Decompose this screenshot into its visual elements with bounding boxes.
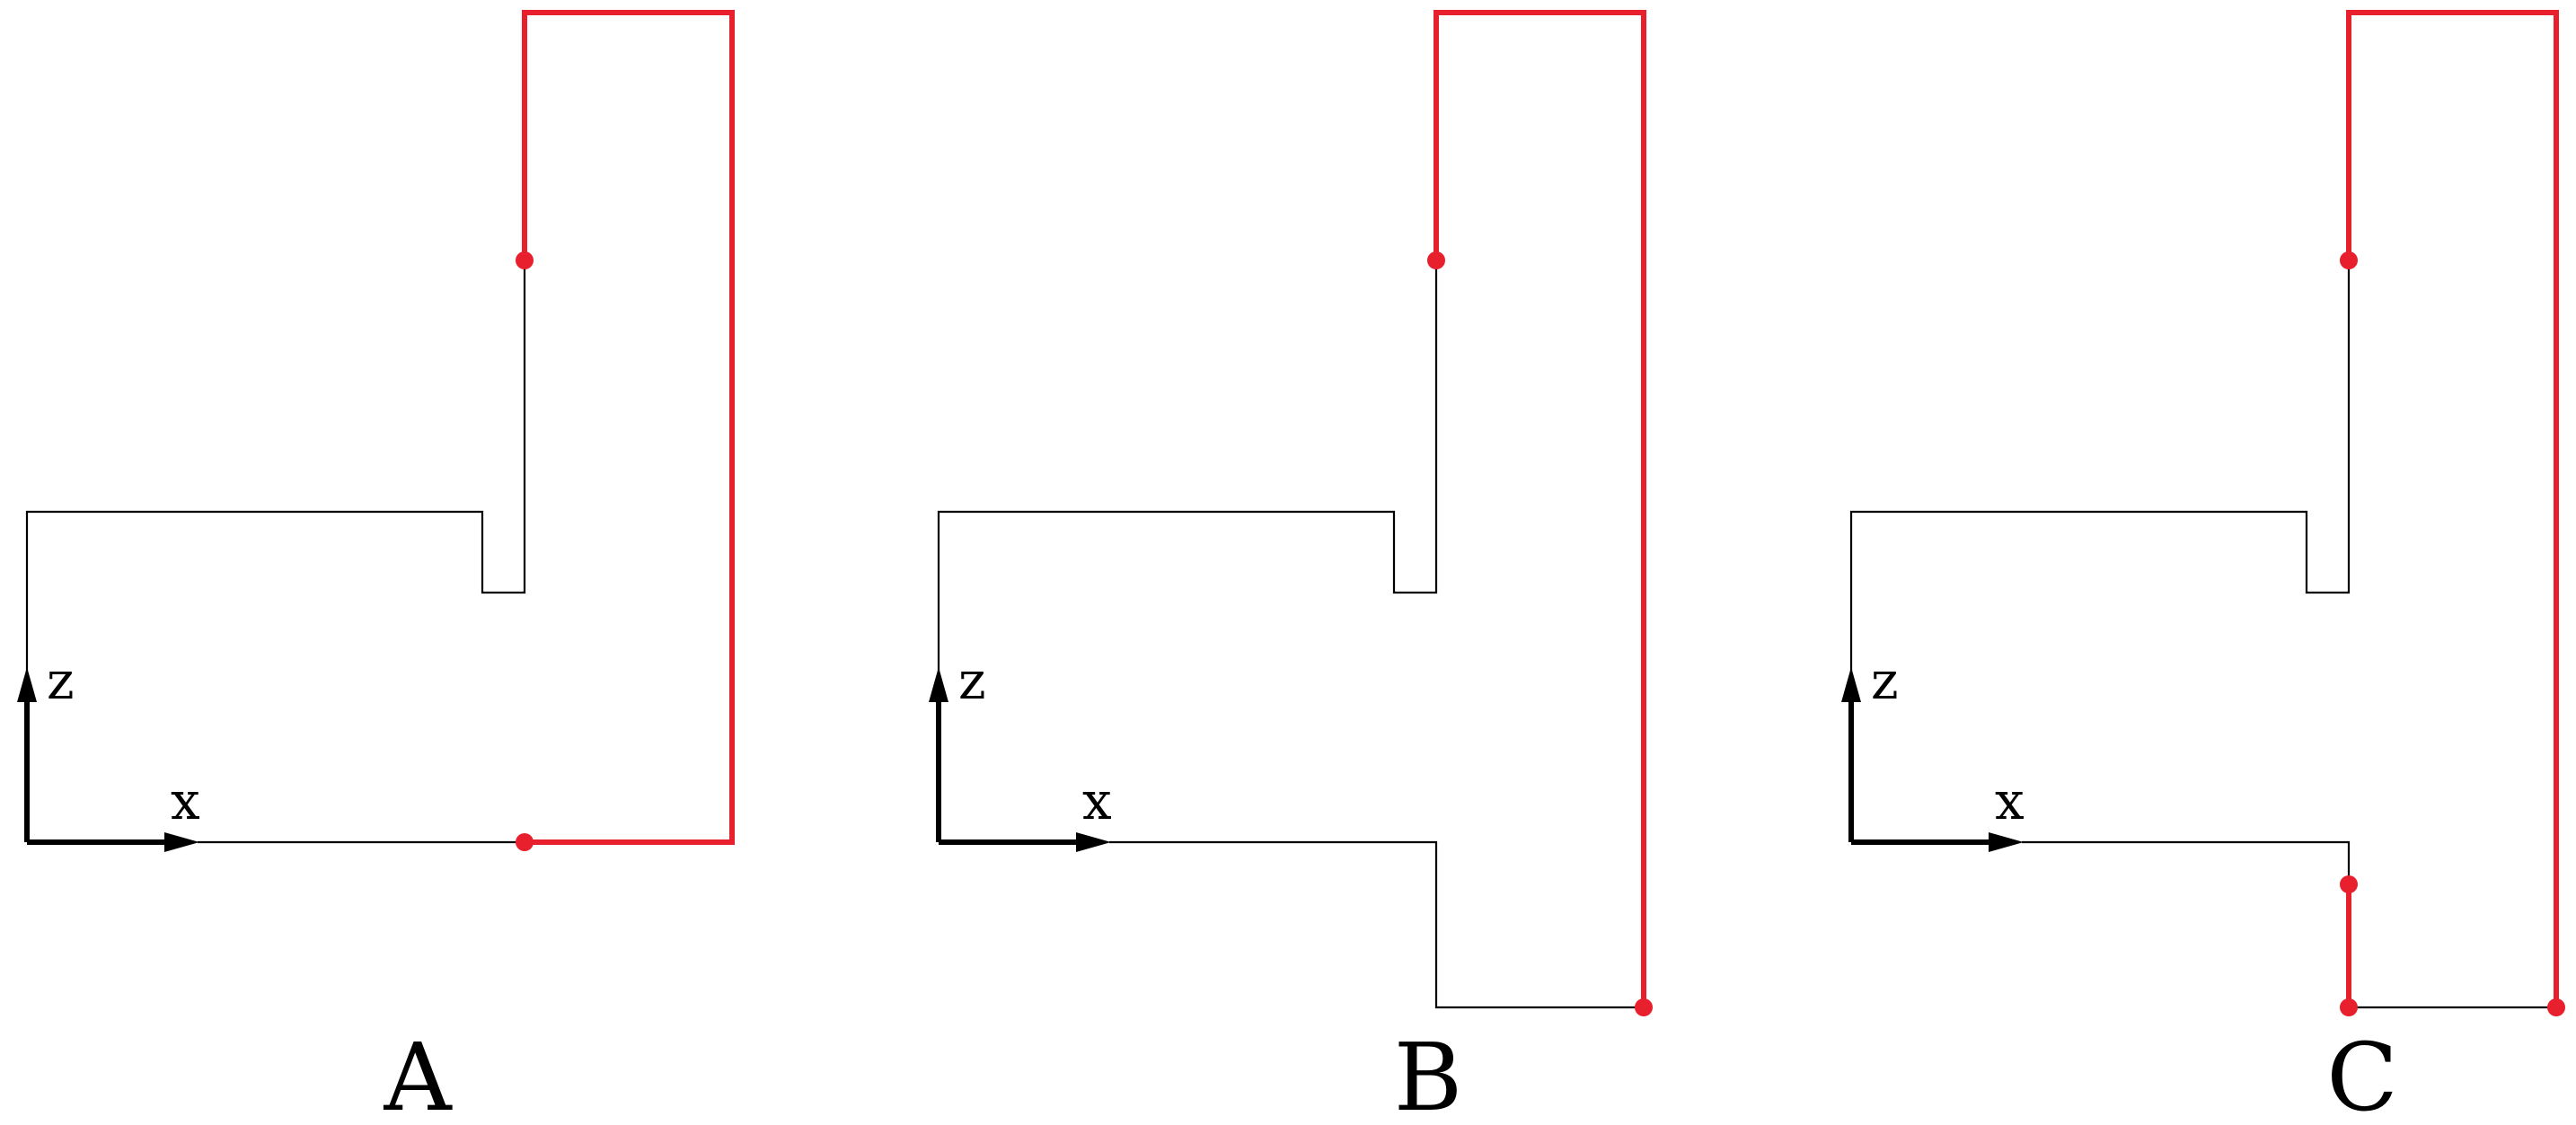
panel-b-axes: z x bbox=[929, 650, 1112, 852]
panel-c-boundary-point-mid bbox=[2340, 875, 2358, 893]
panel-c-bottom-edge bbox=[2022, 840, 2351, 884]
panel-c-label: C bbox=[2326, 1023, 2398, 1125]
panel-b-x-label: x bbox=[1082, 770, 1112, 831]
panel-a-axes: z x bbox=[17, 650, 200, 852]
panel-a-z-arrowhead bbox=[17, 667, 37, 702]
panel-c-outline bbox=[1849, 260, 2351, 842]
panel-a: z x A bbox=[17, 10, 735, 1125]
panel-a-boundary bbox=[522, 10, 735, 845]
panel-b-outline bbox=[937, 260, 1438, 842]
panel-b-label: B bbox=[1394, 1023, 1462, 1125]
panel-b-bottom-edge bbox=[1109, 840, 1644, 1009]
panel-c: z x C bbox=[1841, 10, 2565, 1125]
panel-b: z x B bbox=[929, 10, 1653, 1125]
panel-c-boundary-point-top bbox=[2340, 251, 2358, 269]
panel-b-boundary bbox=[1434, 10, 1646, 1007]
panel-c-z-label: z bbox=[1871, 650, 1899, 711]
panel-c-x-arrowhead bbox=[1989, 832, 2024, 852]
panel-a-boundary-point-bottom bbox=[516, 833, 534, 851]
panel-c-boundary-point-bottom-right bbox=[2547, 998, 2565, 1016]
panel-a-z-label: z bbox=[47, 650, 75, 711]
panel-c-boundary-upper bbox=[2346, 10, 2559, 1007]
panel-a-x-label: x bbox=[171, 770, 200, 831]
panel-a-outline bbox=[25, 260, 526, 842]
panel-b-x-arrowhead bbox=[1076, 832, 1111, 852]
panel-a-boundary-point-top bbox=[516, 251, 534, 269]
panel-c-boundary-point-bottom-left bbox=[2340, 998, 2358, 1016]
panel-a-x-arrowhead bbox=[164, 832, 199, 852]
panel-b-z-label: z bbox=[958, 650, 986, 711]
panel-b-boundary-point-bottom bbox=[1635, 998, 1653, 1016]
panel-c-x-label: x bbox=[1995, 770, 2025, 831]
panel-b-boundary-point-top bbox=[1427, 251, 1445, 269]
panel-a-label: A bbox=[383, 1023, 453, 1125]
panel-b-z-arrowhead bbox=[929, 667, 948, 702]
panel-c-z-arrowhead bbox=[1841, 667, 1861, 702]
panel-c-axes: z x bbox=[1841, 650, 2025, 852]
